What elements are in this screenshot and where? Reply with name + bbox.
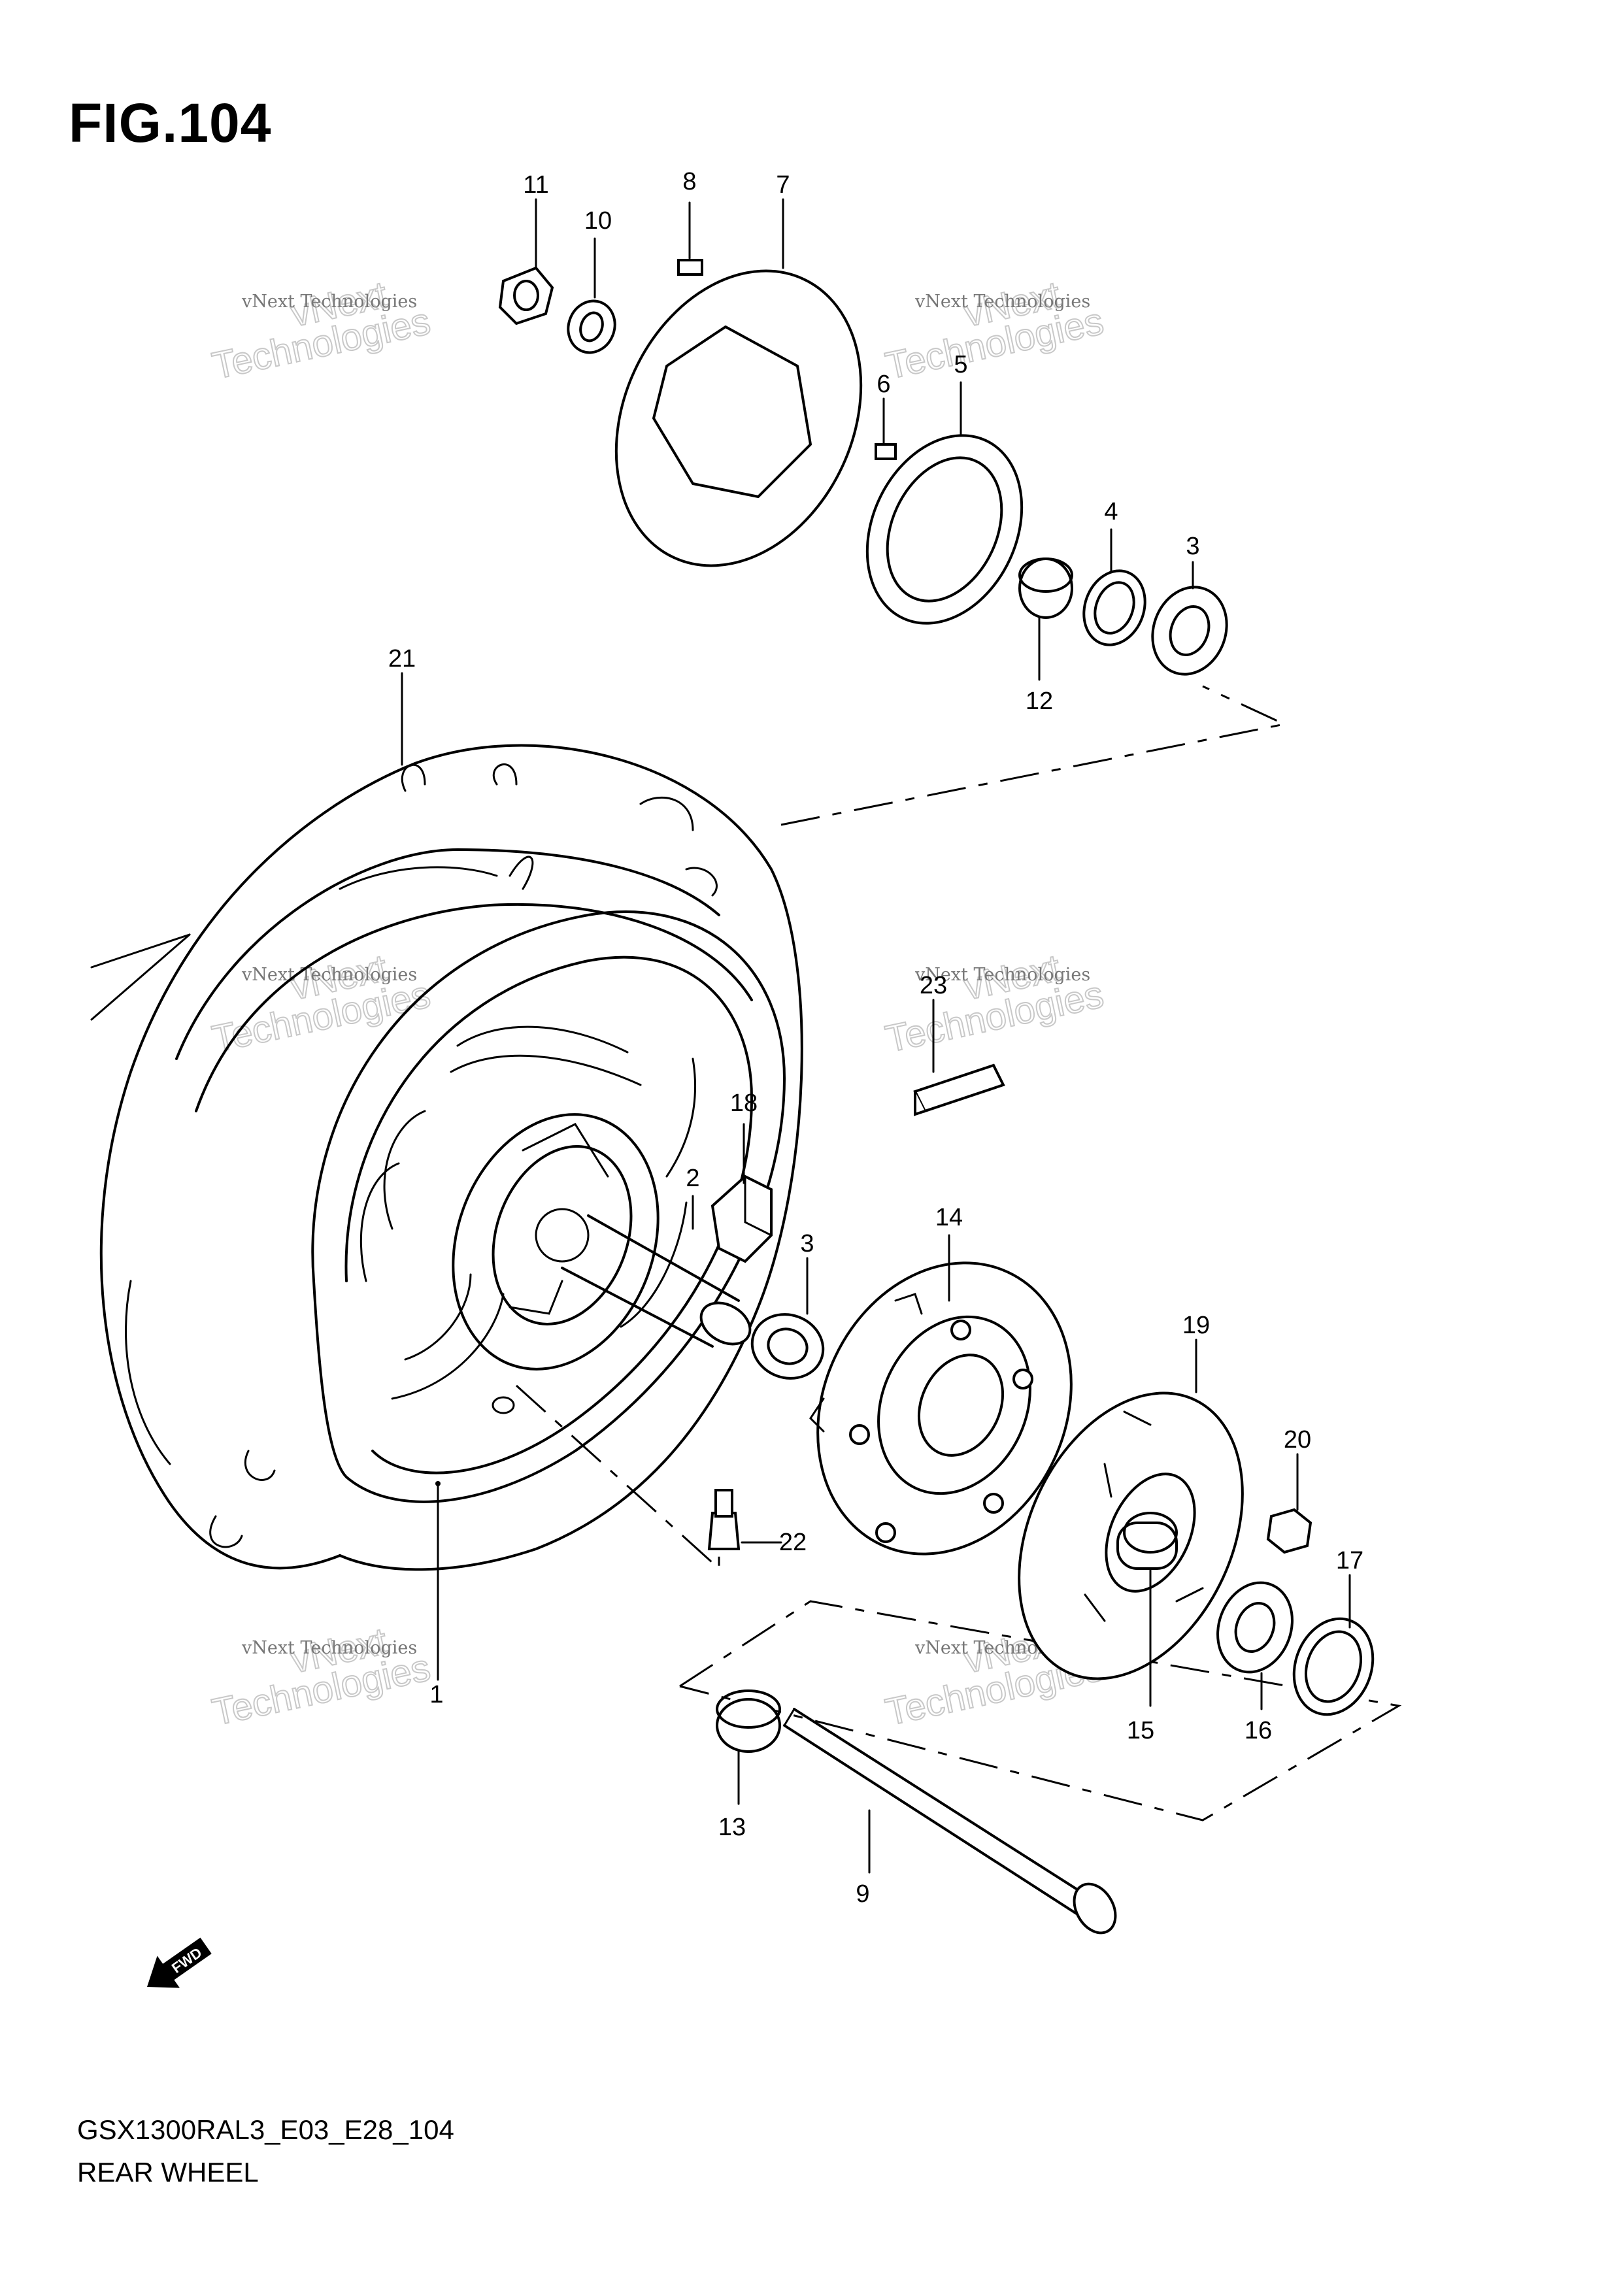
callout-13[interactable]: 13 xyxy=(718,1814,746,1841)
callout-3-upper[interactable]: 3 xyxy=(1186,533,1199,560)
callout-2[interactable]: 2 xyxy=(686,1165,699,1192)
section-name: REAR WHEEL xyxy=(77,2157,259,2188)
balancer-weight xyxy=(913,1063,1005,1116)
callout-22[interactable]: 22 xyxy=(779,1529,807,1556)
callout-4[interactable]: 4 xyxy=(1104,498,1118,525)
callout-3-lower[interactable]: 3 xyxy=(800,1230,814,1257)
rear-axle xyxy=(783,1708,1117,1935)
abs-sensor-ring xyxy=(865,434,1024,625)
watermark-1: Technologies vNext vNext Technologies xyxy=(208,273,435,388)
disc-bolt xyxy=(677,259,703,276)
callout-5[interactable]: 5 xyxy=(954,351,967,378)
svg-text:vNext Technologies: vNext Technologies xyxy=(914,965,1090,985)
callout-labels: 11 10 8 7 6 5 4 3 12 21 23 18 2 3 14 19 … xyxy=(388,168,1363,1908)
bearing-upper xyxy=(1151,586,1228,676)
callout-20[interactable]: 20 xyxy=(1284,1426,1311,1454)
callout-1[interactable]: 1 xyxy=(429,1681,443,1708)
assembly-guides xyxy=(515,685,1402,1822)
rear-tire xyxy=(90,744,803,1571)
valve xyxy=(707,1489,741,1550)
callout-21[interactable]: 21 xyxy=(388,645,416,673)
collar-brake-side xyxy=(1018,557,1073,619)
drum-oil-seal xyxy=(1292,1617,1375,1716)
watermark-5: Technologies vNext vNext Technologies xyxy=(208,1619,435,1734)
rear-wheel-rim xyxy=(311,910,786,1503)
watermark-2: Technologies vNext vNext Technologies xyxy=(881,273,1108,388)
drum-spacer xyxy=(1116,1512,1178,1570)
svg-text:vNext Technologies: vNext Technologies xyxy=(241,965,417,985)
callout-14[interactable]: 14 xyxy=(935,1204,963,1231)
washer xyxy=(567,299,616,354)
sprocket-nut xyxy=(1266,1508,1312,1554)
bearing-lower xyxy=(750,1313,825,1380)
axle-nut xyxy=(498,266,554,325)
wheel-spacer xyxy=(561,1214,752,1348)
watermark-4: Technologies vNext vNext Technologies xyxy=(881,946,1108,1061)
svg-text:vNext Technologies: vNext Technologies xyxy=(241,291,417,312)
brake-disc xyxy=(614,269,863,567)
fwd-arrow-icon: FWD xyxy=(147,1937,212,1988)
callout-16[interactable]: 16 xyxy=(1245,1717,1272,1744)
callout-7[interactable]: 7 xyxy=(776,171,790,199)
callout-11[interactable]: 11 xyxy=(523,171,548,199)
model-code: GSX1300RAL3_E03_E28_104 xyxy=(77,2114,454,2145)
callout-18[interactable]: 18 xyxy=(730,1090,758,1117)
callout-15[interactable]: 15 xyxy=(1127,1717,1154,1744)
callout-6[interactable]: 6 xyxy=(877,371,890,398)
ring-bolt xyxy=(875,443,897,460)
svg-text:vNext Technologies: vNext Technologies xyxy=(241,1638,417,1658)
svg-text:vNext Technologies: vNext Technologies xyxy=(914,291,1090,312)
callout-23[interactable]: 23 xyxy=(920,972,947,999)
callout-8[interactable]: 8 xyxy=(682,168,696,195)
watermark-3: Technologies vNext vNext Technologies xyxy=(208,946,435,1061)
collar-sprocket-side xyxy=(716,1689,781,1753)
oil-seal xyxy=(1082,569,1146,646)
callout-19[interactable]: 19 xyxy=(1182,1312,1210,1339)
drum-bearing xyxy=(1216,1581,1294,1674)
figure-title: FIG.104 xyxy=(69,92,272,154)
callout-12[interactable]: 12 xyxy=(1026,688,1053,715)
leader-lines xyxy=(401,198,1351,1874)
callout-9[interactable]: 9 xyxy=(856,1880,869,1908)
cush-damper xyxy=(710,1174,773,1263)
callout-10[interactable]: 10 xyxy=(584,207,612,235)
sprocket-mounting-drum xyxy=(809,1261,1073,1556)
callout-17[interactable]: 17 xyxy=(1336,1547,1363,1574)
